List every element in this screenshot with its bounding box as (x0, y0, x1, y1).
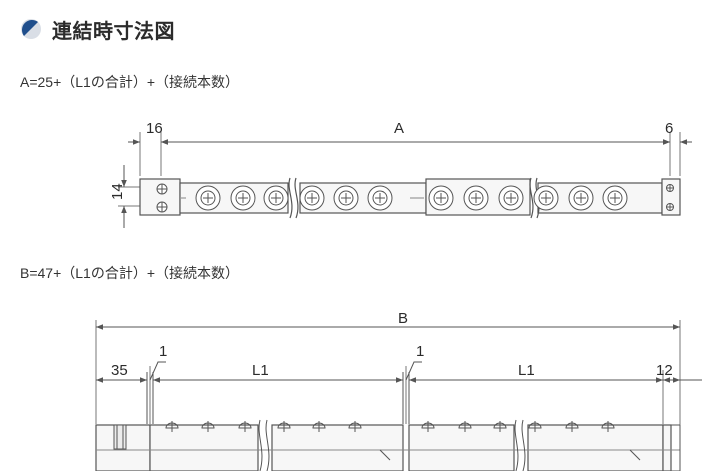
dim-right-12: 12 (656, 362, 673, 379)
screw-head (277, 421, 291, 432)
end-holes-right (666, 184, 674, 211)
terminal-screw (299, 185, 325, 211)
terminal-screw (333, 185, 359, 211)
terminal-screw (533, 185, 559, 211)
formula-b: B=47+（L1の合計）+（接続本数） (20, 265, 240, 281)
screw-head (458, 421, 472, 432)
screw-head (528, 421, 542, 432)
circle-half-icon (21, 19, 41, 39)
dim-overall-b: B (398, 310, 408, 327)
screw-head (348, 421, 362, 432)
terminal-screw (195, 185, 221, 211)
dim-left-35: 35 (111, 362, 128, 379)
terminal-screw (230, 185, 256, 211)
screw-head (201, 421, 215, 432)
end-holes-left (156, 183, 168, 213)
terminal-screw (263, 185, 289, 211)
dim-seg2-l1: L1 (518, 362, 535, 379)
dim-overall-a: A (394, 120, 404, 137)
terminal-screw (602, 185, 628, 211)
section-heading: 連結時寸法図 (20, 14, 175, 44)
dim-right-6: 6 (665, 120, 673, 137)
top-view: 16 A 6 14 (109, 120, 692, 228)
page-title: 連結時寸法図 (52, 20, 175, 43)
dim-height-14: 14 (109, 183, 126, 200)
terminal-screws (195, 185, 628, 211)
screw-head (421, 421, 435, 432)
side-screw-heads (165, 421, 615, 432)
terminal-screw (428, 185, 454, 211)
screw-head (565, 421, 579, 432)
dim-left-16: 16 (146, 120, 163, 137)
side-view: B 35 1 L1 1 L1 12 (95, 310, 702, 471)
screw-head (238, 421, 252, 432)
terminal-screw (463, 185, 489, 211)
screw-head (493, 421, 507, 432)
terminal-screw (498, 185, 524, 211)
formula-a: A=25+（L1の合計）+（接続本数） (20, 74, 240, 90)
terminal-screw (568, 185, 594, 211)
terminal-screw (367, 185, 393, 211)
dim-seg1-l1: L1 (252, 362, 269, 379)
screw-head (165, 421, 179, 432)
screw-head (601, 421, 615, 432)
screw-head (312, 421, 326, 432)
dim-gap2: 1 (416, 343, 424, 360)
dim-gap1: 1 (159, 343, 167, 360)
